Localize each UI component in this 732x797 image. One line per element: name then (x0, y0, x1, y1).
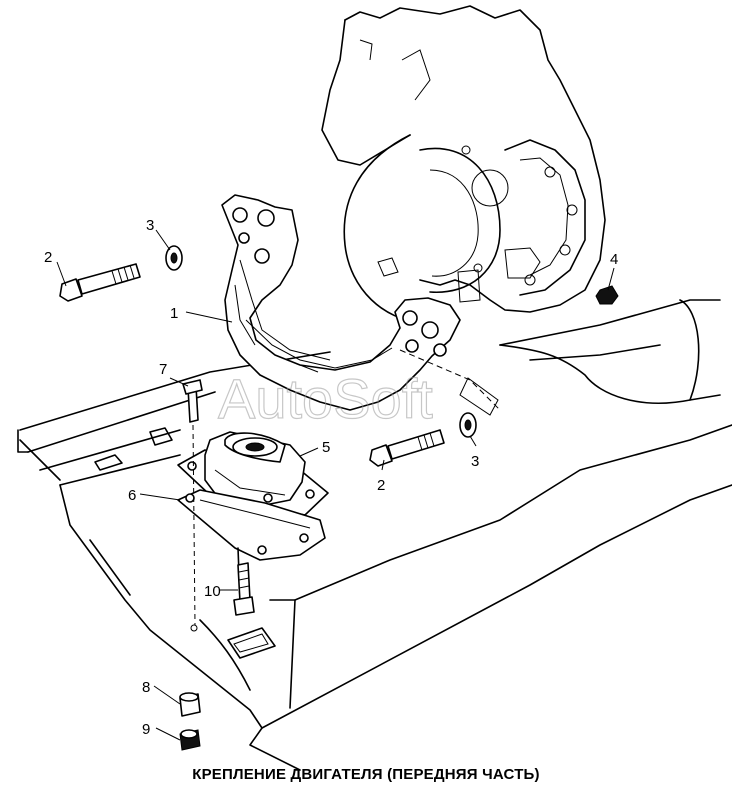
callout-2-right: 2 (377, 477, 385, 494)
callout-7: 7 (159, 361, 167, 378)
callout-8: 8 (142, 679, 150, 696)
callout-9: 9 (142, 721, 150, 738)
lower-bolt (233, 562, 255, 616)
callout-1: 1 (170, 305, 178, 322)
lower-nut (179, 729, 201, 751)
engine-mount-rubber (177, 431, 329, 516)
mount-base-plate (177, 489, 326, 601)
callout-leaders (56, 229, 615, 741)
body-frame-rails (17, 299, 721, 471)
callout-3-left: 3 (146, 217, 154, 234)
nut-upper-right (595, 285, 619, 305)
callout-6: 6 (128, 487, 136, 504)
callout-4: 4 (610, 251, 618, 268)
washer-left (165, 245, 183, 271)
upper-mount-bracket (221, 194, 501, 416)
bolt-left (59, 263, 141, 302)
engine-block (321, 5, 606, 323)
callout-5: 5 (322, 439, 330, 456)
spacer-bushing (179, 692, 201, 717)
crossmember (19, 424, 732, 771)
diagram-caption: КРЕПЛЕНИЕ ДВИГАТЕЛЯ (ПЕРЕДНЯЯ ЧАСТЬ) (192, 766, 540, 783)
callout-10: 10 (204, 583, 221, 600)
callout-2-left: 2 (44, 249, 52, 266)
callout-3-right: 3 (471, 453, 479, 470)
bolt-right (369, 429, 445, 467)
stud-bolt (182, 379, 203, 626)
callout-labels: 1 2 3 4 5 6 7 8 9 10 2 3 (44, 217, 618, 738)
washer-right (459, 412, 477, 438)
watermark: AutoSoft (218, 367, 433, 430)
